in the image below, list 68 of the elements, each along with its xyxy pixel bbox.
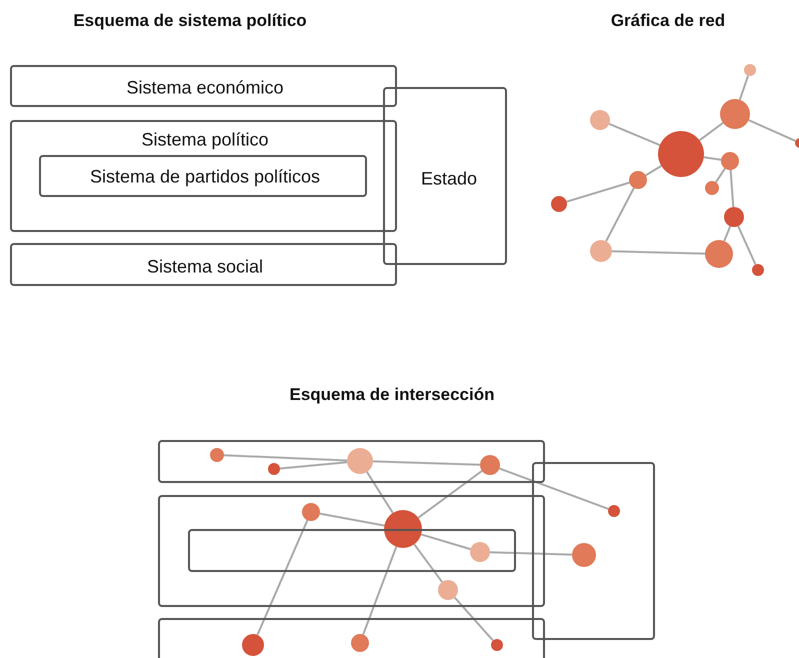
section-heading: Gráfica de red xyxy=(610,11,726,31)
connector-line xyxy=(320,512,384,527)
network-circle xyxy=(705,181,719,195)
connector-line xyxy=(454,596,494,642)
network-circle xyxy=(302,503,320,521)
connector-line xyxy=(499,468,609,510)
outline-box xyxy=(158,495,545,607)
network-circle xyxy=(491,639,503,651)
network-circle xyxy=(608,505,620,517)
system-box xyxy=(10,65,397,107)
connector-line xyxy=(608,122,660,146)
connector-line xyxy=(645,165,662,176)
box-label: Sistema económico xyxy=(126,78,284,98)
box-label: Sistema político xyxy=(141,130,269,150)
network-circle xyxy=(347,448,373,474)
system-box xyxy=(383,87,507,265)
system-box xyxy=(39,155,367,197)
network-circle xyxy=(438,580,458,600)
box-label: Sistema de partidos políticos xyxy=(90,166,320,188)
network-circle xyxy=(658,131,704,177)
connector-line xyxy=(704,156,722,161)
outline-box xyxy=(532,462,655,640)
section-heading: Esquema de sistema político xyxy=(73,11,307,31)
network-circle xyxy=(590,110,610,130)
network-circle xyxy=(752,264,764,276)
box-label: Estado xyxy=(420,168,478,190)
connector-line xyxy=(372,460,480,466)
connector-line xyxy=(362,546,398,635)
network-circle xyxy=(470,542,490,562)
connector-line xyxy=(605,188,635,242)
network-circle xyxy=(480,455,500,475)
connector-line xyxy=(730,170,734,208)
connector-line xyxy=(280,461,348,470)
connector-line xyxy=(420,533,471,550)
connector-line xyxy=(612,250,706,255)
network-circle xyxy=(351,634,369,652)
network-circle xyxy=(705,240,733,268)
connector-line xyxy=(418,470,483,519)
network-circle xyxy=(572,543,596,567)
connector-line xyxy=(490,551,572,556)
connector-line xyxy=(566,182,630,203)
connector-line xyxy=(256,520,308,636)
connector-line xyxy=(224,454,348,462)
connector-line xyxy=(715,168,726,183)
network-circle xyxy=(384,510,422,548)
network-circle xyxy=(242,634,264,656)
connector-line xyxy=(366,471,394,514)
connector-line xyxy=(748,119,796,142)
network-circle xyxy=(551,196,567,212)
network-circle xyxy=(744,64,756,76)
box-label: Sistema social xyxy=(146,256,264,278)
system-box xyxy=(10,120,397,232)
network-circle xyxy=(721,152,739,170)
outline-box xyxy=(158,440,545,483)
network-circle xyxy=(724,207,744,227)
connector-line xyxy=(413,544,443,583)
connector-line xyxy=(738,75,750,100)
network-circle xyxy=(268,463,280,475)
connector-line xyxy=(698,122,724,142)
outline-box xyxy=(188,529,516,572)
network-circle xyxy=(590,240,612,262)
network-circle xyxy=(720,99,750,129)
network-circle xyxy=(210,448,224,462)
connector-line xyxy=(723,226,732,242)
system-box xyxy=(10,243,397,286)
section-heading: Esquema de intersección xyxy=(289,385,495,405)
network-circle xyxy=(629,171,647,189)
connector-line xyxy=(737,226,756,265)
